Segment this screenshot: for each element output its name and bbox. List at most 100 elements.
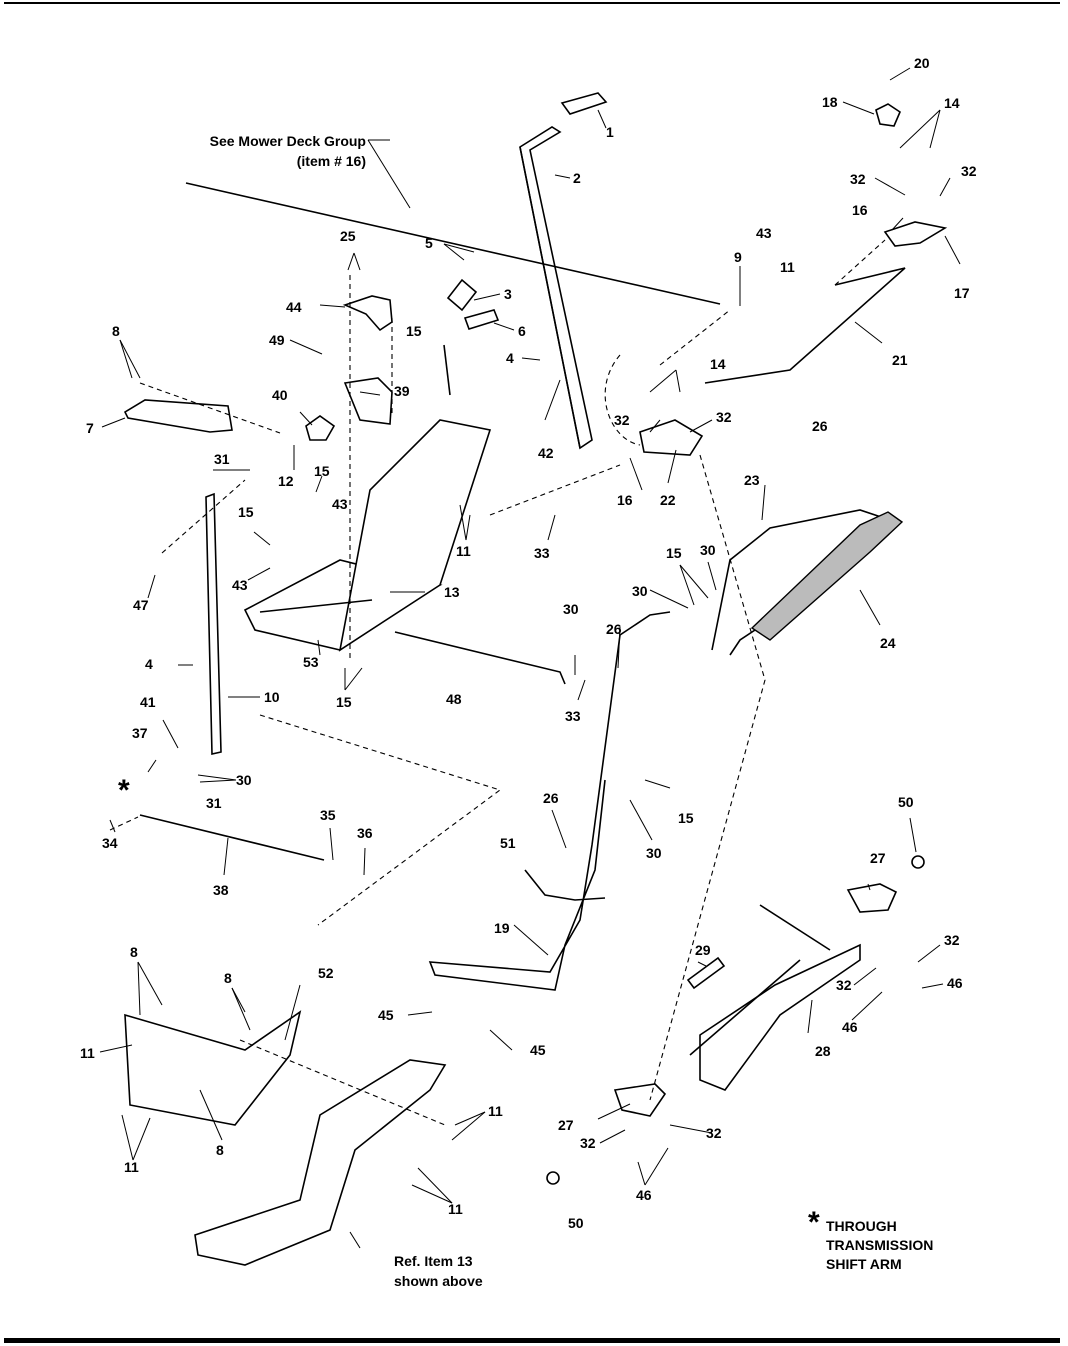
callout-5: 5 xyxy=(425,235,433,251)
callout-16: 16 xyxy=(617,492,633,508)
callout-6: 6 xyxy=(518,323,526,339)
part-18-block xyxy=(875,103,901,127)
callout-12: 12 xyxy=(278,473,294,489)
callout-32: 32 xyxy=(944,932,960,948)
callout-19: 19 xyxy=(494,920,510,936)
callout-30: 30 xyxy=(632,583,648,599)
callout-51: 51 xyxy=(500,835,516,851)
callout-26: 26 xyxy=(812,418,828,434)
part-19-handle xyxy=(428,611,671,991)
part-38-rod xyxy=(139,814,325,861)
callout-32: 32 xyxy=(961,163,977,179)
callout-32: 32 xyxy=(706,1125,722,1141)
callout-18: 18 xyxy=(822,94,838,110)
callout-labels: 1 2 3 4 4 5 6 7 8 8 8 8 9 10 11 11 11 11… xyxy=(80,55,977,1231)
mower-deck-note-line1: See Mower Deck Group xyxy=(210,133,366,149)
part-24-grip xyxy=(750,511,904,641)
callout-7: 7 xyxy=(86,420,94,436)
part-48-rod xyxy=(394,631,566,685)
leader-lines xyxy=(99,67,961,1249)
callout-1: 1 xyxy=(606,124,614,140)
bottom-rule xyxy=(4,1338,1060,1343)
callout-39: 39 xyxy=(394,383,410,399)
callout-15: 15 xyxy=(314,463,330,479)
callout-14: 14 xyxy=(710,356,726,372)
callout-11: 11 xyxy=(80,1045,95,1061)
callout-47: 47 xyxy=(133,597,149,613)
callout-15: 15 xyxy=(666,545,682,561)
part-50-nut-upper xyxy=(911,855,925,869)
part-1-pad xyxy=(560,92,608,115)
callout-32: 32 xyxy=(716,409,732,425)
callout-24: 24 xyxy=(880,635,896,651)
callout-11: 11 xyxy=(456,543,471,559)
part-39-bracket xyxy=(343,377,393,425)
callout-32: 32 xyxy=(850,171,866,187)
callout-11: 11 xyxy=(448,1201,463,1217)
part-22-bracket xyxy=(639,419,704,456)
footnote-line1: THROUGH xyxy=(826,1218,897,1234)
callout-43: 43 xyxy=(232,577,248,593)
part-drawings xyxy=(109,92,948,1266)
callout-22: 22 xyxy=(660,492,676,508)
part-51-strap xyxy=(524,869,606,901)
callout-15: 15 xyxy=(678,810,694,826)
callout-30: 30 xyxy=(646,845,662,861)
callout-25: 25 xyxy=(340,228,356,244)
callout-53: 53 xyxy=(303,654,319,670)
callout-43: 43 xyxy=(332,496,348,512)
callout-32: 32 xyxy=(614,412,630,428)
callout-40: 40 xyxy=(272,387,288,403)
annotations: See Mower Deck Group (item # 16) Ref. It… xyxy=(118,133,933,1289)
part-10-bar xyxy=(205,492,222,755)
callout-35: 35 xyxy=(320,807,336,823)
callout-11: 11 xyxy=(124,1159,139,1175)
callout-33: 33 xyxy=(534,545,550,561)
part-28-frame xyxy=(699,943,861,1091)
ref-item-note-line2: shown above xyxy=(394,1273,483,1289)
callout-33: 33 xyxy=(565,708,581,724)
callout-4: 4 xyxy=(506,350,514,366)
callout-15: 15 xyxy=(336,694,352,710)
part-44-bracket xyxy=(342,295,393,332)
part-13-frame-upright xyxy=(338,419,492,652)
callout-36: 36 xyxy=(357,825,373,841)
mower-deck-note-line2: (item # 16) xyxy=(297,153,366,169)
callout-46: 46 xyxy=(636,1187,652,1203)
callout-11: 11 xyxy=(780,259,795,275)
callout-29: 29 xyxy=(695,942,711,958)
callout-17: 17 xyxy=(954,285,970,301)
callout-8: 8 xyxy=(112,323,120,339)
callout-15: 15 xyxy=(238,504,254,520)
callout-15: 15 xyxy=(406,323,422,339)
callout-46: 46 xyxy=(947,975,963,991)
callout-8: 8 xyxy=(224,970,232,986)
part-27-lower xyxy=(613,1083,667,1117)
callout-27: 27 xyxy=(558,1117,574,1133)
callout-26: 26 xyxy=(543,790,559,806)
part-52-bracket xyxy=(124,1010,302,1126)
callout-43: 43 xyxy=(756,225,772,241)
part-21-link xyxy=(704,267,906,384)
callout-41: 41 xyxy=(140,694,156,710)
callout-50: 50 xyxy=(898,794,914,810)
callout-31: 31 xyxy=(214,451,230,467)
callout-34: 34 xyxy=(102,835,118,851)
callout-32: 32 xyxy=(580,1135,596,1151)
callout-8: 8 xyxy=(216,1142,224,1158)
callout-8: 8 xyxy=(130,944,138,960)
callout-44: 44 xyxy=(286,299,302,315)
part-50-nut-lower xyxy=(546,1171,560,1185)
callout-50: 50 xyxy=(568,1215,584,1231)
part-29-pin xyxy=(686,956,726,990)
callout-21: 21 xyxy=(892,352,908,368)
callout-30: 30 xyxy=(563,601,579,617)
callout-45: 45 xyxy=(530,1042,546,1058)
footnote-asterisk: * xyxy=(808,1206,820,1239)
callout-4: 4 xyxy=(145,656,153,672)
callout-52: 52 xyxy=(318,965,334,981)
callout-16: 16 xyxy=(852,202,868,218)
footnote-line3: SHIFT ARM xyxy=(826,1256,902,1272)
